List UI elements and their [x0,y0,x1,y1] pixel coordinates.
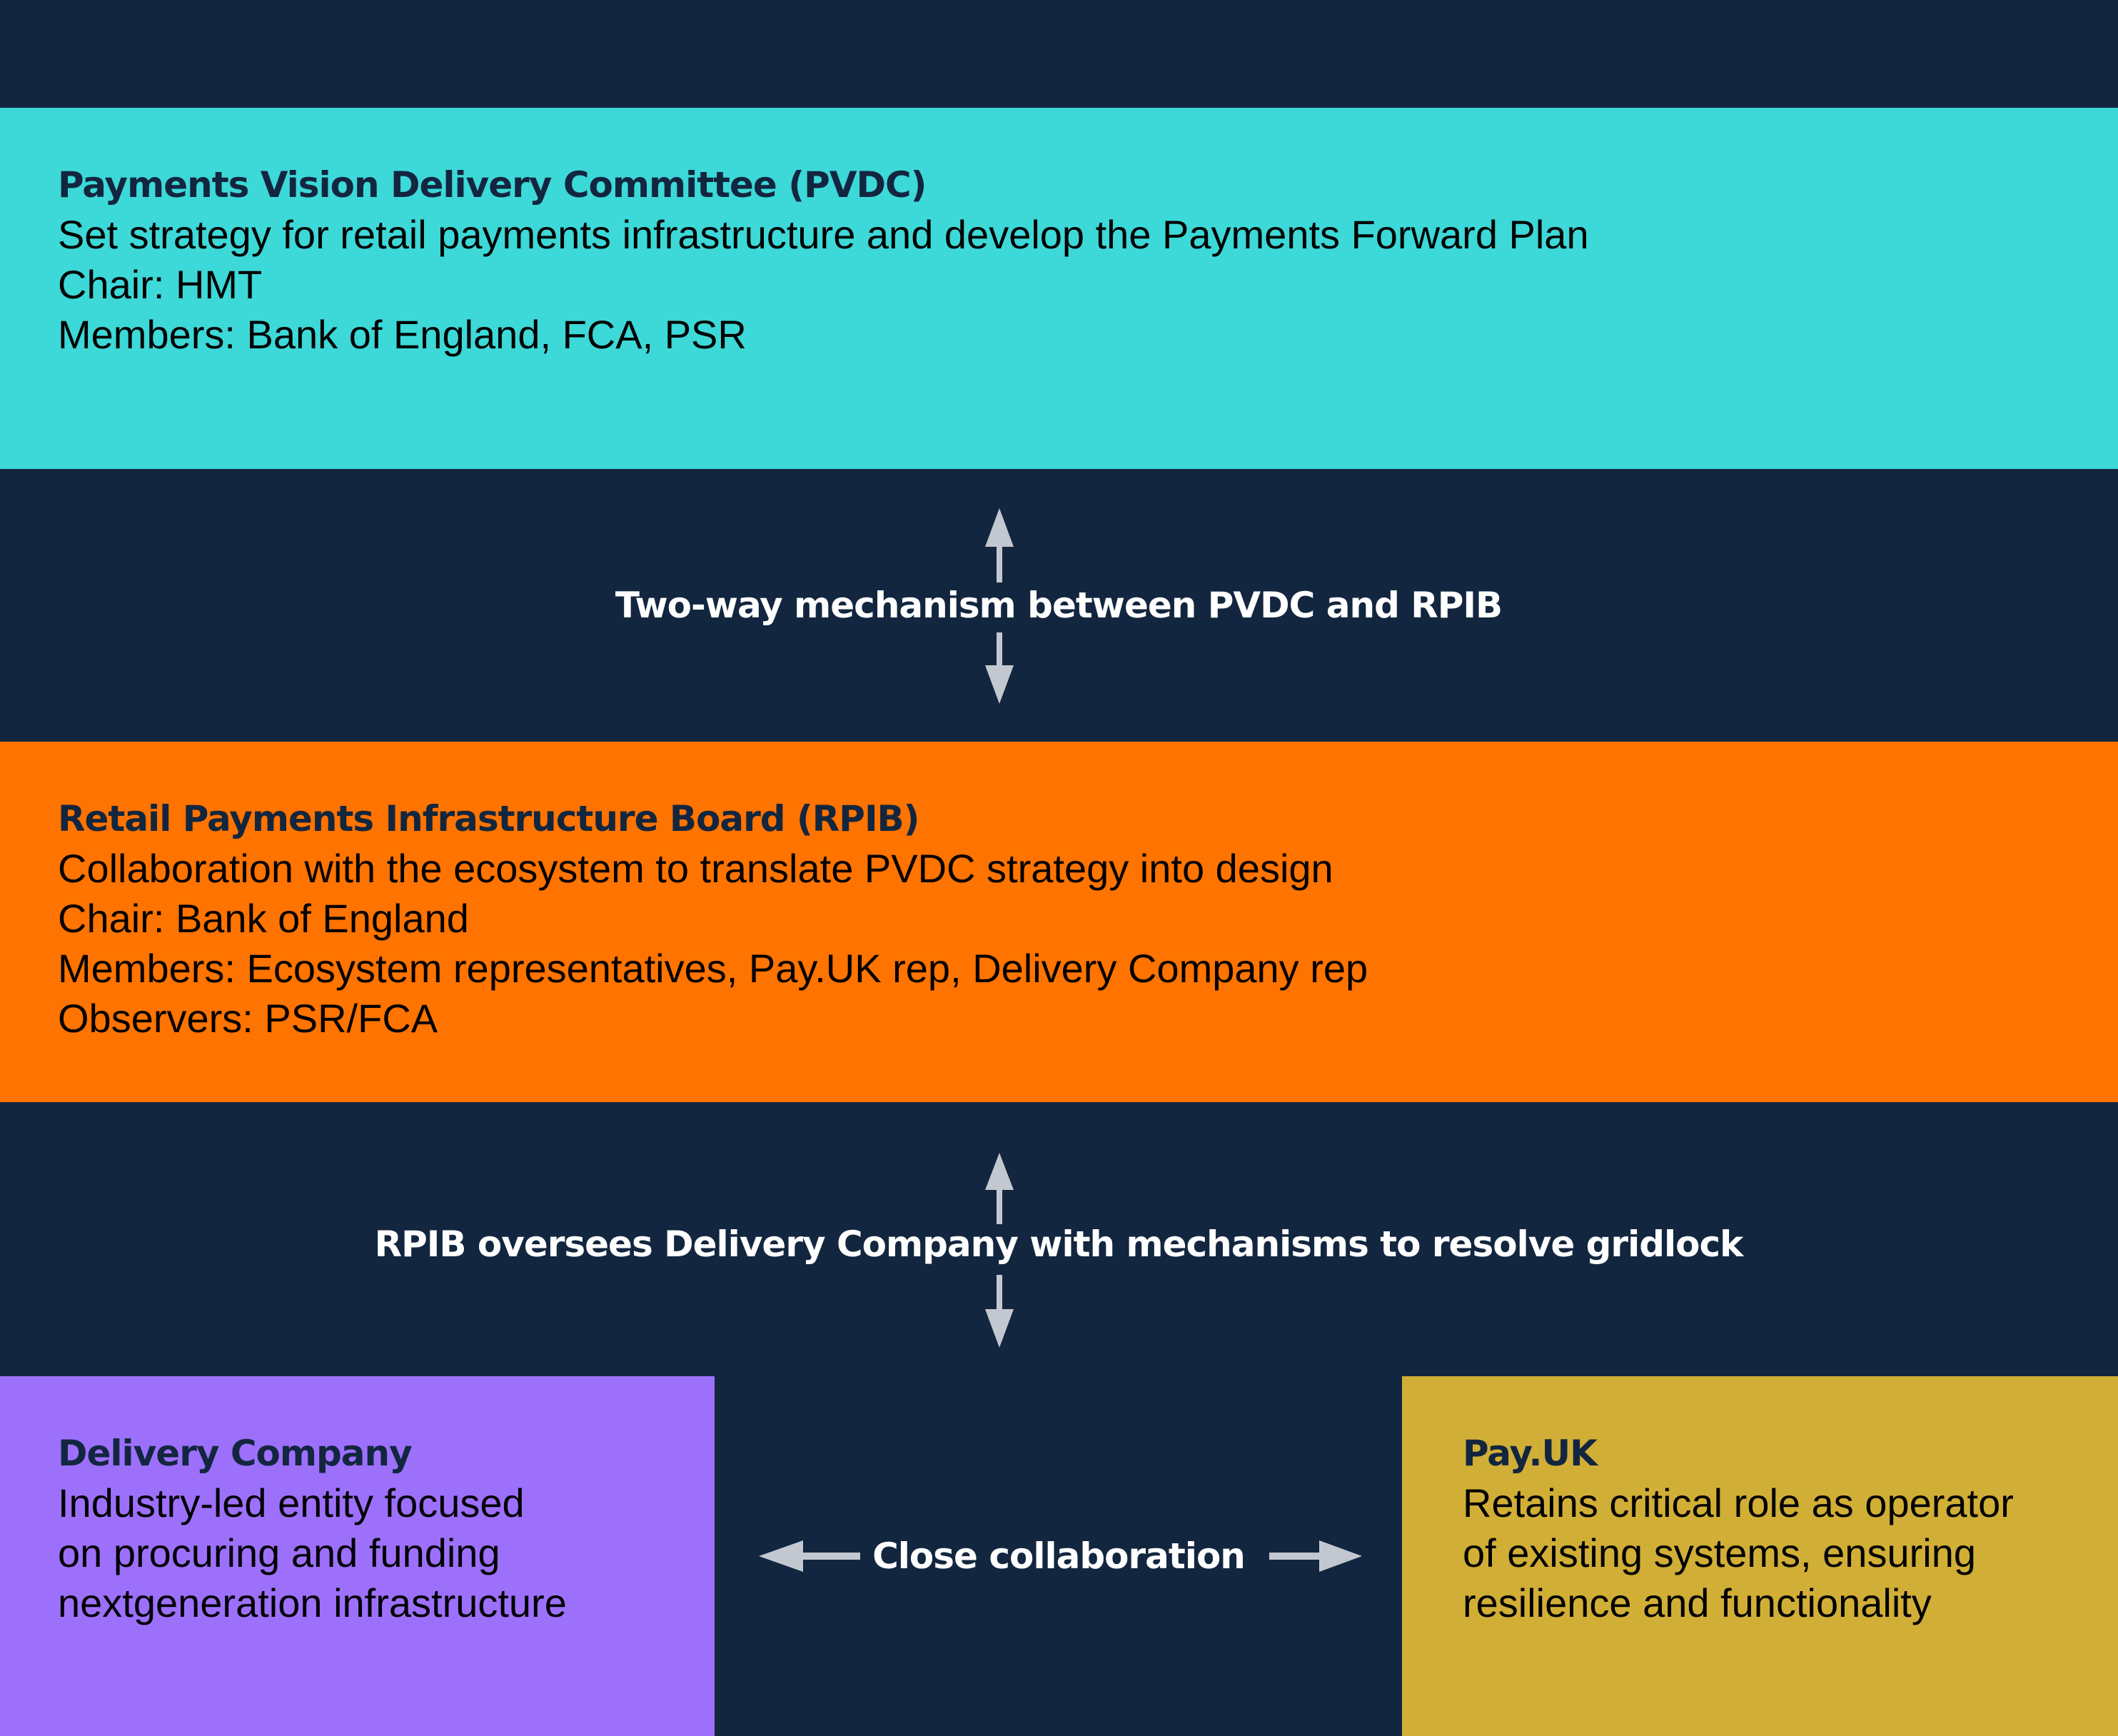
pvdc-members: Members: Bank of England, FCA, PSR [58,312,747,357]
delivery-line: on procuring and funding [58,1530,500,1575]
up-arrow-icon [985,508,1014,582]
collaboration-label: Close collaboration [872,1535,1246,1577]
rpib-observers: Observers: PSR/FCA [58,996,438,1041]
rpib-box: Retail Payments Infrastructure Board (RP… [0,742,2118,1102]
rpib-chair: Chair: Bank of England [58,896,469,941]
payuk-line: of existing systems, ensuring [1463,1530,1976,1575]
up-arrow-icon [985,1153,1014,1224]
pvdc-chair: Chair: HMT [58,262,263,307]
payuk-line: Retains critical role as operator [1463,1480,2014,1525]
delivery-line: nextgeneration infrastructure [58,1580,567,1625]
rpib-description: Collaboration with the ecosystem to tran… [58,846,1333,891]
pvdc-description: Set strategy for retail payments infrast… [58,212,1589,257]
pvdc-box: Payments Vision Delivery Committee (PVDC… [0,108,2118,469]
rpib-title: Retail Payments Infrastructure Board (RP… [58,798,920,839]
delivery-title: Delivery Company [58,1433,413,1474]
payuk-box: Pay.UK Retains critical role as operator… [1402,1376,2118,1736]
right-arrow-icon [1269,1540,1362,1572]
rpib-delivery-link-label: RPIB oversees Delivery Company with mech… [374,1223,1744,1265]
payuk-line: resilience and functionality [1463,1580,1932,1625]
down-arrow-icon [985,1275,1014,1348]
left-arrow-icon [759,1540,860,1572]
payuk-title: Pay.UK [1463,1433,1598,1474]
rpib-members: Members: Ecosystem representatives, Pay.… [58,946,1368,991]
delivery-company-box: Delivery Company Industry-led entity foc… [0,1376,715,1736]
down-arrow-icon [985,632,1014,704]
pvdc-title: Payments Vision Delivery Committee (PVDC… [58,164,927,206]
pvdc-rpib-link-label: Two-way mechanism between PVDC and RPIB [615,585,1503,626]
delivery-line: Industry-led entity focused [58,1480,525,1525]
